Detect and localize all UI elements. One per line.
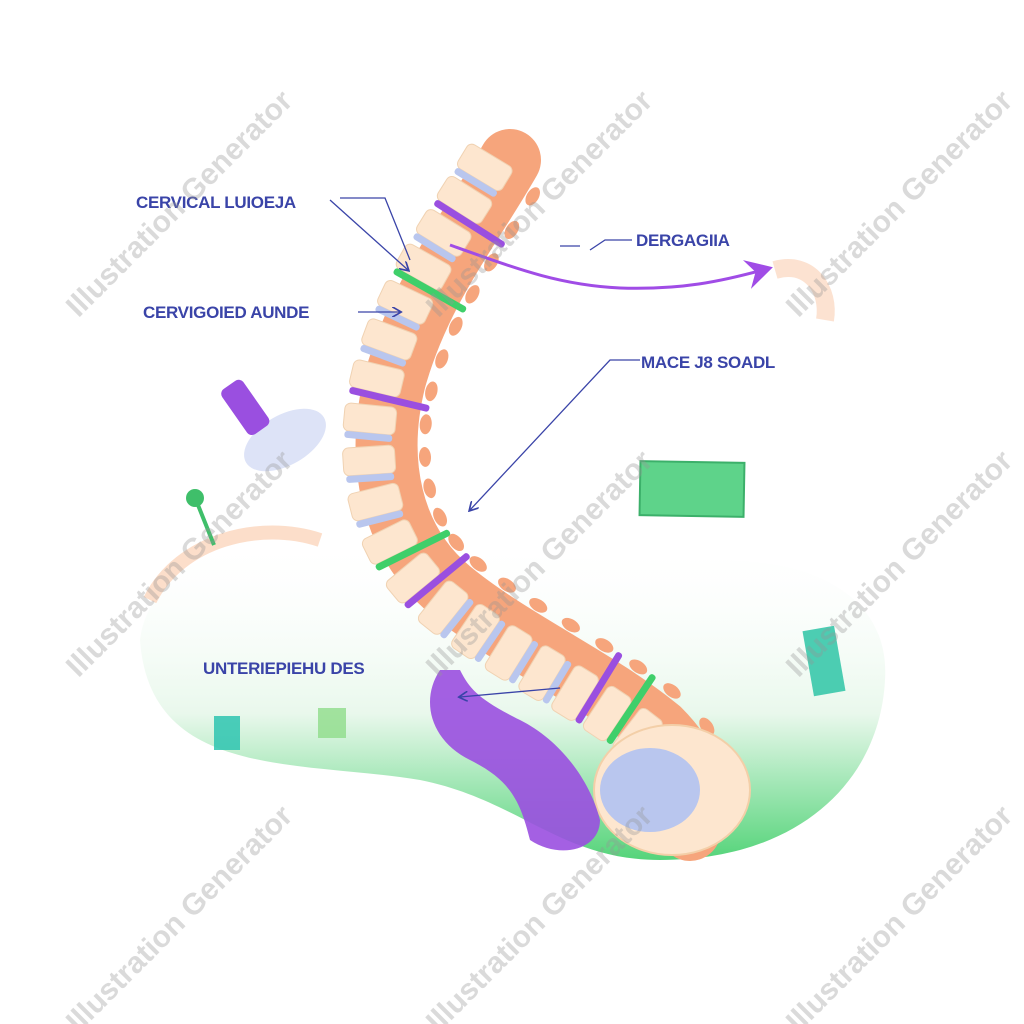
green-pin xyxy=(194,499,216,546)
purple-pelvic-muscle xyxy=(430,670,600,851)
intervertebral-disc xyxy=(356,510,404,528)
vertebra xyxy=(385,552,470,609)
intervertebral-disc xyxy=(434,200,505,248)
label-dergagiia: DERGAGIIA xyxy=(636,231,730,250)
spinous-process xyxy=(529,598,548,613)
intervertebral-disc xyxy=(375,529,451,571)
green-pin-head xyxy=(186,489,204,507)
spinous-process xyxy=(561,617,580,633)
teal-cube xyxy=(214,716,240,750)
leader-line xyxy=(329,199,408,270)
intervertebral-disc xyxy=(404,553,470,609)
intervertebral-disc xyxy=(454,168,497,197)
green-cube xyxy=(318,708,346,738)
spinous-process xyxy=(465,285,480,304)
vertebra xyxy=(349,359,430,412)
leader-line xyxy=(560,239,632,251)
intervertebral-disc xyxy=(509,641,539,684)
label-unterieprehu-des: UNTERIEPIEHU DES xyxy=(203,659,365,678)
pelvis-disc xyxy=(600,748,700,832)
vertebra xyxy=(518,645,572,704)
green-card xyxy=(638,460,746,518)
vertebra xyxy=(413,209,472,263)
spinous-process xyxy=(425,381,438,402)
vertebra xyxy=(454,143,513,197)
vertebra xyxy=(360,318,418,367)
vertebra xyxy=(417,580,474,639)
spinous-process xyxy=(448,316,463,336)
spinous-process xyxy=(663,683,681,699)
teal-block xyxy=(802,625,846,697)
label-cervical-luioeja: CERVICAL LUIOEJA xyxy=(136,193,296,212)
vertebra xyxy=(484,625,539,684)
vertebra xyxy=(582,674,656,744)
spinous-process xyxy=(419,414,432,435)
spinous-process xyxy=(448,533,465,552)
vertebra xyxy=(393,243,467,313)
intervertebral-disc xyxy=(606,674,656,744)
spinous-processes xyxy=(418,187,715,736)
intervertebral-disc xyxy=(440,598,474,639)
vertebra xyxy=(342,402,398,442)
background-arc-right xyxy=(772,259,835,322)
intervertebral-disc xyxy=(360,344,407,367)
purple-peg xyxy=(221,379,270,436)
vertebra xyxy=(451,603,506,662)
intervertebral-disc xyxy=(349,387,430,412)
spinous-process xyxy=(525,187,540,206)
leader-line xyxy=(470,359,640,510)
spinous-process xyxy=(418,446,432,467)
background-arc xyxy=(143,525,323,604)
vertebra xyxy=(361,519,451,571)
leader-line xyxy=(340,197,411,261)
intervertebral-disc xyxy=(575,652,623,724)
intervertebral-disc xyxy=(344,430,393,442)
spinous-process xyxy=(423,478,436,499)
spinous-process xyxy=(595,638,614,653)
spinous-process xyxy=(504,220,520,239)
spinous-process xyxy=(629,659,648,675)
intervertebral-disc xyxy=(542,660,572,704)
label-cervigoied-aunde: CERVIGOIED AUNDE xyxy=(143,303,310,322)
intervertebral-disc xyxy=(413,233,456,263)
spinous-process xyxy=(469,556,487,572)
intervertebral-disc xyxy=(346,473,395,483)
vertebra xyxy=(347,482,404,528)
vertebra xyxy=(434,176,505,248)
spinous-process xyxy=(435,349,449,369)
spinous-process xyxy=(498,577,516,593)
vertebra xyxy=(551,652,623,724)
intervertebral-disc xyxy=(393,268,467,313)
spinous-process xyxy=(433,507,448,527)
intervertebral-disc xyxy=(474,620,506,662)
label-mace-soadl: MACE J8 SOADL xyxy=(641,353,776,372)
vertebra xyxy=(342,444,397,483)
nerve-arrow xyxy=(449,243,773,290)
leader-line xyxy=(460,687,561,697)
